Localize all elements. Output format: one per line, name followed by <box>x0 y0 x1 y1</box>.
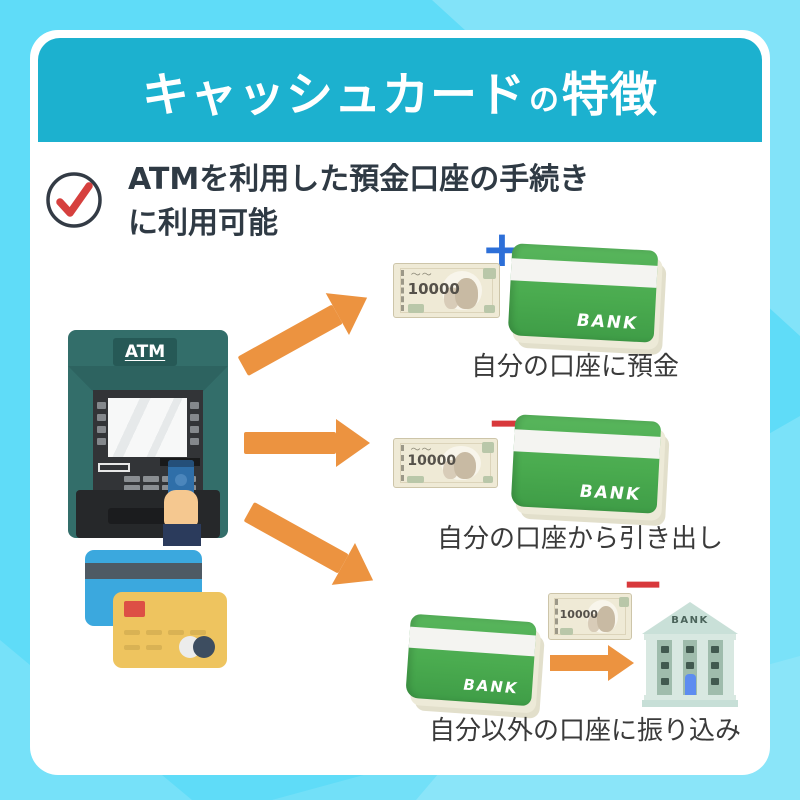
header-title-rest: 特徴 <box>562 67 658 123</box>
card-logo-circle <box>193 636 215 658</box>
feature-row: ATMを利用した預金口座の手続き に利用可能 <box>44 158 589 246</box>
yellow-card-illustration <box>113 592 227 668</box>
feature-text: ATMを利用した預金口座の手続き に利用可能 <box>128 158 589 246</box>
content-card: キャッシュカード の 特徴 ATMを利用した預金口座の手続き に利用可能 ATM <box>30 30 770 775</box>
card-number-dash <box>168 630 184 635</box>
header-title-particle: の <box>529 83 559 118</box>
hand-illustration <box>164 490 198 526</box>
atm-screen <box>108 398 187 457</box>
banknote-illustration: 10000 <box>548 593 632 640</box>
hand-sleeve <box>163 524 201 546</box>
banknote-illustration: 〜〜 10000 <box>393 438 498 488</box>
card-number-dash <box>124 630 140 635</box>
banknote-illustration: 〜〜 10000 <box>393 263 500 318</box>
header-banner: キャッシュカード の 特徴 <box>38 38 762 142</box>
card-number-dash <box>190 630 206 635</box>
passbook-bank-label: BANK <box>461 676 521 698</box>
atm-side-button <box>190 414 199 421</box>
atm-side-button <box>97 414 106 421</box>
passbook-bank-label: BANK <box>578 481 644 505</box>
atm-side-button <box>97 426 106 433</box>
arrow-up-right-icon <box>231 276 379 388</box>
card-number-dash <box>146 645 162 650</box>
flow-label-transfer: 自分以外の口座に振り込み <box>428 716 741 746</box>
header-title-main: キャッシュカード <box>142 67 526 123</box>
atm-side-button <box>190 402 199 409</box>
card-number-dash <box>124 645 140 650</box>
card-chip <box>124 601 145 617</box>
atm-illustration: ATM <box>68 330 228 546</box>
flow-label-withdrawal: 自分の口座から引き出し <box>436 524 723 554</box>
transfer-arrow-icon <box>550 645 634 681</box>
checkmark-icon <box>44 170 104 230</box>
atm-side-button <box>190 426 199 433</box>
passbook-illustration: BANK <box>507 243 667 356</box>
arrow-down-right-icon <box>237 491 385 602</box>
feature-line1: ATMを利用した預金口座の手続き <box>128 162 590 197</box>
feature-line2: に利用可能 <box>128 206 278 241</box>
card-magnetic-stripe <box>85 563 202 579</box>
passbook-bank-label: BANK <box>575 310 641 334</box>
passbook-illustration: BANK <box>405 613 545 720</box>
bank-building-label: BANK <box>671 615 709 626</box>
atm-receipt-slot <box>98 463 130 472</box>
atm-side-button <box>97 438 106 445</box>
banknote-value: 10000 <box>407 279 460 298</box>
passbook-illustration: BANK <box>510 414 670 527</box>
card-number-dash <box>146 630 162 635</box>
arrow-right-icon <box>244 419 370 467</box>
atm-side-button <box>97 402 106 409</box>
atm-sign-label: ATM <box>113 338 177 366</box>
banknote-value: 10000 <box>559 607 598 621</box>
atm-hood <box>68 366 228 392</box>
atm-side-button <box>190 438 199 445</box>
flow-label-deposit: 自分の口座に預金 <box>470 352 679 382</box>
bank-building-illustration: BANK <box>642 602 738 708</box>
banknote-value: 10000 <box>407 453 457 470</box>
bank-door <box>685 674 696 695</box>
